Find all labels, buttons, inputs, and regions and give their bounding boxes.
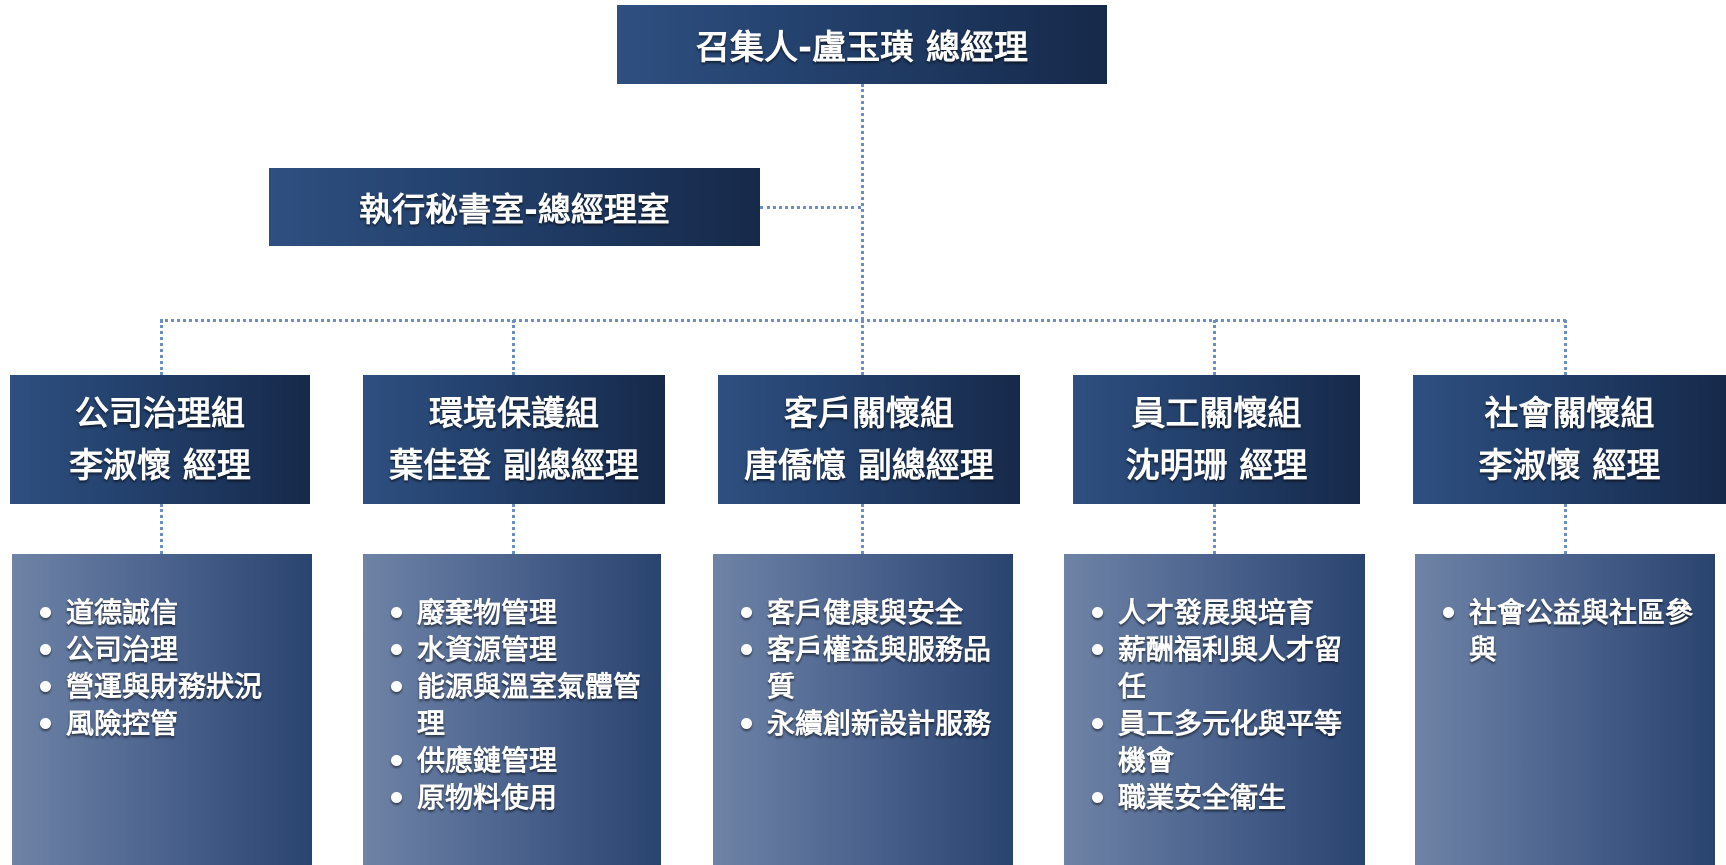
group-detail-employee-care: 人才發展與培育 薪酬福利與人才留任 員工多元化與平等機會 職業安全衛生 <box>1064 554 1365 865</box>
connector-group-2 <box>512 320 515 375</box>
group-detail-corporate-governance: 道德誠信 公司治理 營運與財務狀況 風險控管 <box>12 554 312 865</box>
group-leader: 李淑懷 經理 <box>1478 445 1661 486</box>
group-node-environment: 環境保護組 葉佳登 副總經理 <box>363 375 665 504</box>
group-leader: 沈明珊 經理 <box>1125 445 1308 486</box>
group-leader: 李淑懷 經理 <box>69 445 251 486</box>
topic-item: 人才發展與培育 <box>1090 594 1351 631</box>
connector-detail-4 <box>1213 504 1216 554</box>
convener-node: 召集人-盧玉璜 總經理 <box>617 5 1107 84</box>
topic-item: 永續創新設計服務 <box>739 705 999 742</box>
topic-item: 客戶健康與安全 <box>739 594 999 631</box>
group-name: 公司治理組 <box>75 393 245 434</box>
group-detail-social-care: 社會公益與社區參與 <box>1415 554 1715 865</box>
group-leader: 唐僑憶 副總經理 <box>744 445 994 486</box>
group-name: 員工關懷組 <box>1131 393 1302 434</box>
connector-detail-1 <box>160 504 163 554</box>
group-detail-environment: 廢棄物管理 水資源管理 能源與溫室氣體管理 供應鏈管理 原物料使用 <box>363 554 661 865</box>
group-leader: 葉佳登 副總經理 <box>389 445 639 486</box>
connector-trunk <box>861 84 864 320</box>
topic-item: 職業安全衛生 <box>1090 779 1351 816</box>
connector-detail-3 <box>861 504 864 554</box>
topic-item: 原物料使用 <box>389 779 647 816</box>
topic-item: 能源與溫室氣體管理 <box>389 668 647 742</box>
secretariat-node: 執行秘書室-總經理室 <box>269 168 760 246</box>
topic-item: 風險控管 <box>38 705 298 742</box>
topic-item: 供應鏈管理 <box>389 742 647 779</box>
convener-label: 召集人-盧玉璜 總經理 <box>696 28 1028 68</box>
topic-item: 社會公益與社區參與 <box>1441 594 1701 668</box>
group-node-employee-care: 員工關懷組 沈明珊 經理 <box>1073 375 1360 504</box>
topic-list: 客戶健康與安全 客戶權益與服務品質 永續創新設計服務 <box>739 594 999 742</box>
group-name: 環境保護組 <box>429 393 599 434</box>
connector-secretariat <box>760 206 861 209</box>
connector-group-1 <box>160 320 163 375</box>
connector-detail-5 <box>1564 504 1567 554</box>
topic-item: 道德誠信 <box>38 594 298 631</box>
secretariat-label: 執行秘書室-總經理室 <box>359 190 670 229</box>
connector-detail-2 <box>512 504 515 554</box>
topic-list: 人才發展與培育 薪酬福利與人才留任 員工多元化與平等機會 職業安全衛生 <box>1090 594 1351 816</box>
topic-list: 社會公益與社區參與 <box>1441 594 1701 668</box>
group-node-corporate-governance: 公司治理組 李淑懷 經理 <box>10 375 310 504</box>
topic-item: 員工多元化與平等機會 <box>1090 705 1351 779</box>
group-detail-customer-care: 客戶健康與安全 客戶權益與服務品質 永續創新設計服務 <box>713 554 1013 865</box>
topic-item: 水資源管理 <box>389 631 647 668</box>
connector-group-5 <box>1564 320 1567 375</box>
topic-item: 薪酬福利與人才留任 <box>1090 631 1351 705</box>
topic-item: 營運與財務狀況 <box>38 668 298 705</box>
topic-item: 公司治理 <box>38 631 298 668</box>
topic-list: 道德誠信 公司治理 營運與財務狀況 風險控管 <box>38 594 298 742</box>
connector-group-3 <box>861 320 864 375</box>
group-node-customer-care: 客戶關懷組 唐僑憶 副總經理 <box>718 375 1020 504</box>
connector-group-4 <box>1213 320 1216 375</box>
topic-item: 客戶權益與服務品質 <box>739 631 999 705</box>
topic-list: 廢棄物管理 水資源管理 能源與溫室氣體管理 供應鏈管理 原物料使用 <box>389 594 647 816</box>
group-name: 社會關懷組 <box>1484 393 1655 434</box>
group-name: 客戶關懷組 <box>784 393 954 434</box>
group-node-social-care: 社會關懷組 李淑懷 經理 <box>1413 375 1726 504</box>
topic-item: 廢棄物管理 <box>389 594 647 631</box>
